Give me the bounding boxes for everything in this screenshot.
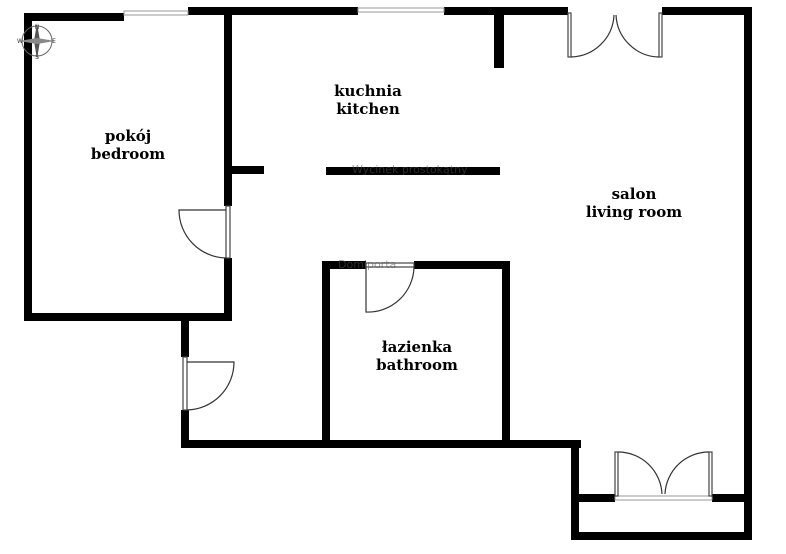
compass-icon: N S E W	[17, 23, 56, 61]
wall-top-left	[24, 13, 124, 21]
wall-top-mid	[188, 7, 358, 15]
wall-bathroom-top-right	[414, 261, 510, 269]
wall-balcony-bottom	[571, 532, 752, 540]
door-bathroom-arc	[365, 266, 415, 313]
door-balcony-right-arc	[664, 451, 710, 495]
compass-north: N	[35, 24, 40, 31]
room-bedroom-pl: pokój	[104, 127, 152, 145]
wall-bathroom-top-left	[322, 261, 366, 269]
wall-counter	[326, 167, 500, 175]
door-bathroom-frame	[365, 262, 415, 268]
watermark-brand: Domiporta	[338, 258, 397, 271]
door-bedroom-arc	[178, 209, 227, 259]
door-balcony-right-leaf	[708, 451, 713, 497]
door-living-top-right-leaf	[658, 12, 663, 58]
wall-balcony-left	[571, 440, 579, 540]
door-balcony-left-arc	[617, 451, 663, 495]
window-bedroom	[123, 10, 189, 16]
window-balcony-door	[614, 495, 713, 501]
wall-kitchen-pillar	[494, 13, 504, 68]
room-label-living-room: salon living room	[586, 185, 682, 221]
wall-balcony-top-right	[712, 494, 748, 502]
room-label-bathroom: łazienka bathroom	[376, 338, 458, 374]
wall-top-far-right	[662, 7, 752, 15]
room-bedroom-en: bedroom	[90, 145, 166, 163]
wall-bathroom-left	[322, 261, 330, 448]
room-bathroom-en: bathroom	[376, 356, 458, 374]
door-balcony-left-leaf	[614, 451, 619, 497]
room-label-kitchen: kuchnia kitchen	[334, 82, 402, 118]
door-entrance-frame	[182, 356, 188, 411]
wall-bedroom-bottom	[24, 313, 232, 321]
wall-bathroom-right	[502, 261, 510, 448]
wall-bottom-hall	[181, 440, 581, 448]
wall-bedroom-right-upper	[224, 13, 232, 206]
wall-top-right	[444, 7, 568, 15]
door-living-top-left-leaf	[567, 12, 572, 58]
wall-kitchen-stub	[224, 166, 264, 174]
door-bedroom-frame	[225, 205, 231, 259]
wall-hall-left-lower	[181, 410, 189, 448]
wall-hall-left-upper	[181, 321, 189, 357]
room-bathroom-pl: łazienka	[381, 338, 453, 356]
wall-balcony-top-left	[571, 494, 615, 502]
room-living-en: living room	[585, 203, 683, 221]
room-kitchen-pl: kuchnia	[334, 82, 402, 100]
wall-left-bedroom	[24, 13, 32, 321]
compass-west: W	[17, 38, 23, 45]
compass-south: S	[35, 54, 39, 61]
watermark-crop: Wycinek prostokątny	[352, 163, 468, 176]
wall-bedroom-right-lower	[224, 258, 232, 321]
room-label-bedroom: pokój bedroom	[91, 127, 165, 163]
door-living-top-left-arc	[570, 14, 615, 58]
door-living-top-right-arc	[615, 14, 660, 58]
window-kitchen	[357, 7, 445, 13]
compass-east: E	[52, 38, 56, 45]
door-entrance-arc	[186, 361, 235, 411]
room-living-pl: salon	[611, 185, 657, 203]
wall-balcony-right	[744, 7, 752, 540]
room-kitchen-en: kitchen	[336, 100, 400, 118]
